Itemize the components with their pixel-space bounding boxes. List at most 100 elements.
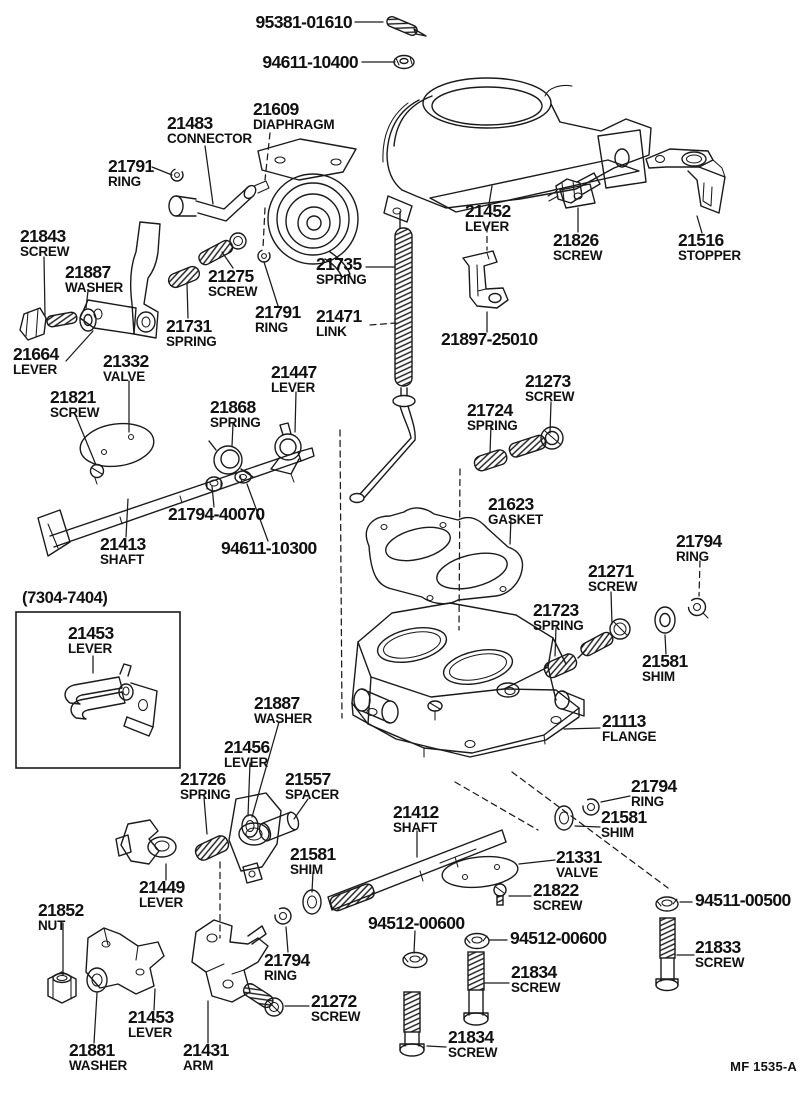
leader-line xyxy=(600,795,631,803)
part-label-9461110400: 94611-10400 xyxy=(262,53,358,71)
leader-lines xyxy=(43,21,703,1048)
part-number: 95381-01610 xyxy=(255,12,352,32)
shaft-21413-drawing xyxy=(37,447,315,557)
ring-21791-upper-drawing xyxy=(170,168,184,182)
leader-line xyxy=(664,634,667,655)
leader-line xyxy=(426,1045,447,1048)
screw-21826-drawing xyxy=(547,172,601,204)
leader-line xyxy=(125,498,129,538)
part-name: FLANGE xyxy=(602,729,657,745)
part-name: LEVER xyxy=(13,362,58,378)
part-name: RING xyxy=(631,794,664,810)
part-number: 21664 xyxy=(13,344,59,364)
part-number: 21447 xyxy=(271,362,317,382)
part-number: 21724 xyxy=(467,400,513,420)
part-label-9538101610: 95381-01610 xyxy=(255,13,352,31)
ring-21794-mid-drawing xyxy=(582,798,600,816)
valve-21331-drawing xyxy=(441,855,519,889)
leader-line xyxy=(518,859,556,865)
diaphragm-21609-drawing xyxy=(257,138,359,278)
part-name: SPRING xyxy=(533,618,584,634)
leader-line xyxy=(293,798,309,820)
lever-21664-drawing xyxy=(79,221,161,339)
leader-line xyxy=(574,825,601,828)
flange-21113-drawing xyxy=(351,602,585,758)
part-name: RING xyxy=(264,968,297,984)
part-number: 21483 xyxy=(167,113,213,133)
nut-94611-10400-drawing xyxy=(393,54,415,70)
dashed-leader-line xyxy=(454,781,539,831)
part-name: SPRING xyxy=(180,787,231,803)
part-number: 21834 xyxy=(448,1027,494,1047)
part-name: SPACER xyxy=(285,787,340,803)
part-label-9461110300: 94611-10300 xyxy=(221,539,317,557)
part-number: 21843 xyxy=(20,226,66,246)
part-number: 21331 xyxy=(556,847,602,867)
part-label-2189725010: 21897-25010 xyxy=(441,330,538,348)
leader-line xyxy=(509,517,512,545)
grommet-94512-right-drawing xyxy=(464,932,490,950)
part-number: 21887 xyxy=(254,693,300,713)
part-name: SCREW xyxy=(448,1045,498,1061)
leader-line xyxy=(488,185,493,205)
part-number: 21471 xyxy=(316,306,362,326)
part-number: 21794 xyxy=(676,531,722,551)
bolt-21833-drawing xyxy=(655,917,679,992)
part-number: 21581 xyxy=(601,807,647,827)
part-name: WASHER xyxy=(254,711,313,727)
lever-21456-drawing xyxy=(228,792,282,884)
leader-line xyxy=(153,988,156,1011)
part-name: SCREW xyxy=(311,1009,361,1025)
shim-21581-mid-drawing xyxy=(554,805,574,831)
part-name: VALVE xyxy=(556,865,599,881)
part-number: 21826 xyxy=(553,230,599,250)
screw-21273-drawing xyxy=(508,426,564,458)
part-number: 21449 xyxy=(139,877,185,897)
leader-line xyxy=(65,330,94,362)
part-name: SCREW xyxy=(511,980,561,996)
part-number: 21516 xyxy=(678,230,724,250)
part-name: SCREW xyxy=(695,955,745,971)
part-name: SPRING xyxy=(166,334,217,350)
leader-line xyxy=(285,926,289,953)
leader-line xyxy=(85,290,89,309)
leader-line xyxy=(186,283,189,319)
dashed-leader-line xyxy=(339,429,343,719)
screw-21272-drawing xyxy=(242,983,284,1017)
part-label-2179440070: 21794-40070 xyxy=(168,505,265,523)
part-number: 21834 xyxy=(511,962,557,982)
leader-line xyxy=(151,166,173,176)
leader-line xyxy=(221,251,234,269)
screw-21271-drawing xyxy=(577,618,631,659)
leader-line xyxy=(413,930,416,954)
screw-21275-drawing xyxy=(198,232,247,266)
gasket-21623-drawing xyxy=(365,507,524,605)
lever-21447-drawing xyxy=(270,422,302,483)
part-number: 21794 xyxy=(631,776,677,796)
dashed-leader-line xyxy=(369,322,397,326)
part-name: SCREW xyxy=(20,244,70,260)
screw-95381-drawing xyxy=(386,16,427,37)
lever-21449-drawing xyxy=(115,819,177,865)
part-name: NUT xyxy=(38,918,66,934)
